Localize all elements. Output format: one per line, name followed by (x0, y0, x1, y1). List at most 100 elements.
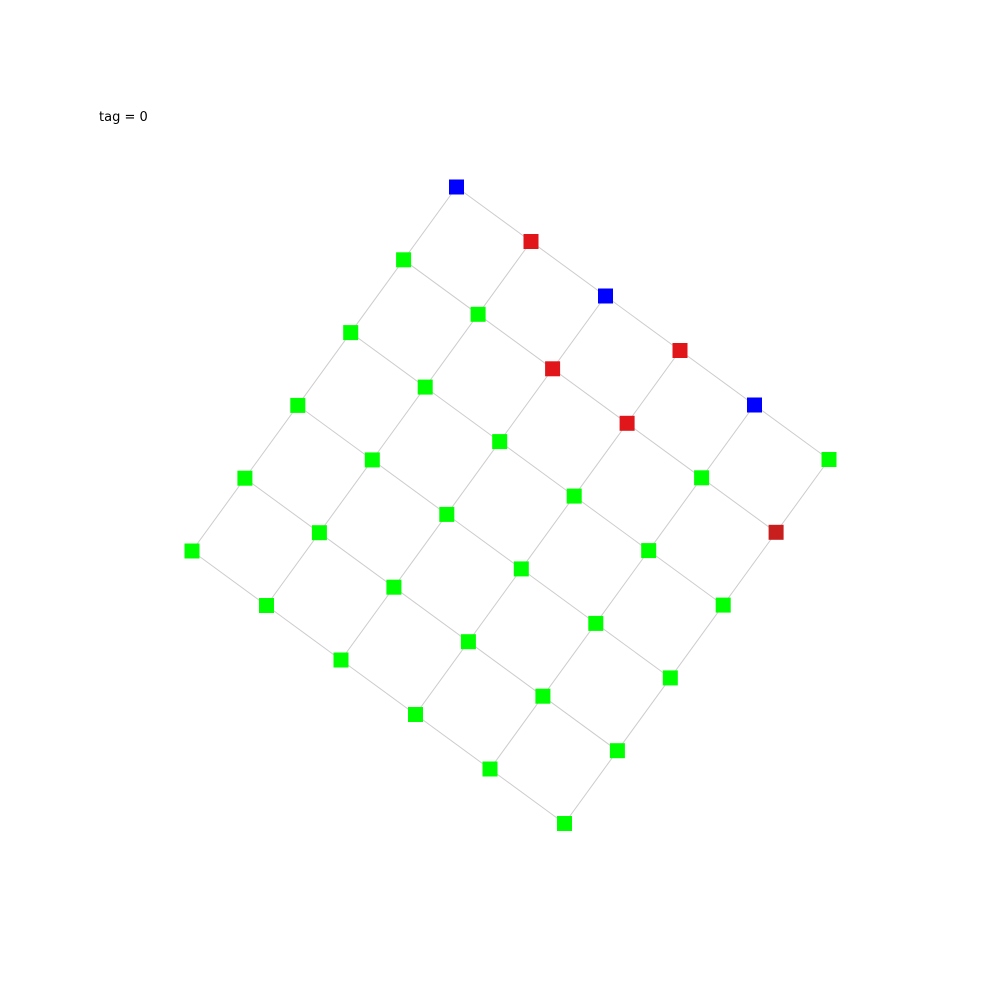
graph-edge (669, 604, 724, 679)
graph-node (311, 525, 327, 541)
graph-node (439, 506, 455, 522)
graph-edge (595, 622, 671, 679)
graph-edge (415, 714, 491, 770)
graph-node (460, 634, 476, 650)
graph-edge (701, 477, 777, 533)
graph-edge (319, 532, 395, 588)
graph-node (396, 252, 412, 268)
graph-edge (371, 386, 426, 461)
graph-edge (521, 568, 597, 624)
graph-edge (467, 568, 522, 642)
graph-edge (775, 459, 830, 533)
graph-edges (191, 186, 830, 824)
graph-edge (477, 313, 553, 370)
graph-edge (393, 586, 469, 643)
graph-edge (446, 513, 522, 570)
graph-edge (564, 750, 618, 824)
graph-node (662, 670, 678, 686)
graph-edge (191, 477, 246, 552)
graph-edge (530, 241, 606, 297)
graph-node (513, 561, 529, 577)
graph-node (470, 306, 486, 322)
graph-edge (542, 623, 597, 697)
graph-node (598, 288, 613, 304)
graph-edge (499, 441, 575, 497)
graph-edge (340, 659, 416, 715)
graph-node (535, 688, 551, 704)
graph-edge (424, 386, 500, 443)
graph-edge (595, 550, 650, 624)
graph-node (184, 543, 200, 559)
graph-edge (701, 404, 755, 479)
graph-edge (415, 641, 469, 715)
graph-edge (626, 350, 681, 424)
graph-edge (403, 259, 479, 315)
graph-nodes (184, 179, 837, 831)
graph-edge (266, 532, 320, 606)
graph-edge (393, 514, 448, 588)
graph-node (417, 379, 433, 395)
graph-node (545, 361, 561, 377)
graph-edge (542, 695, 618, 752)
graph-node (259, 598, 274, 613)
graph-node (492, 434, 508, 450)
graph-node (523, 234, 539, 249)
graph-node (609, 743, 625, 759)
graph-edge (297, 404, 373, 461)
graph-node (290, 397, 306, 413)
graph-edge (350, 259, 405, 333)
graph-edge (573, 495, 649, 552)
graph-edge (648, 477, 703, 551)
graph-node (619, 415, 635, 431)
graph-node (482, 761, 498, 777)
graph-edge (191, 550, 267, 606)
graph-node (715, 597, 731, 613)
graph-edge (679, 350, 755, 406)
graph-edge (722, 532, 777, 606)
graph-edge (489, 695, 544, 770)
graph-node (566, 488, 582, 504)
graph-edge (552, 295, 606, 370)
graph-node (821, 452, 837, 467)
tag-label: tag = 0 (99, 110, 148, 125)
graph-node (747, 397, 762, 413)
graph-edge (605, 295, 681, 351)
graph-edge (520, 495, 575, 570)
graph-node (449, 179, 464, 195)
graph-edge (616, 677, 671, 751)
graph-edge (297, 332, 352, 406)
graph-edge (318, 459, 373, 533)
graph-edge (648, 550, 724, 606)
graph-edge (266, 605, 342, 661)
graph-edge (372, 459, 448, 515)
graph-edge (244, 477, 320, 534)
graph-edge (573, 423, 628, 497)
graph-edge (489, 768, 565, 824)
graph-node (364, 452, 380, 468)
graph-node (386, 579, 402, 595)
graph-node (237, 470, 253, 486)
graph-edge (446, 441, 501, 515)
graph-node (408, 707, 423, 722)
graph-node (557, 816, 572, 831)
graph-edge (403, 186, 457, 261)
graph-node (333, 652, 349, 668)
graph-edge (626, 422, 702, 479)
graph-node (588, 615, 604, 631)
graph-edge (477, 241, 532, 315)
graph-node (694, 470, 710, 486)
graph-edge (552, 368, 628, 424)
graph-edge (340, 586, 395, 661)
graph-edge (424, 314, 479, 388)
graph-edge (456, 186, 532, 242)
graph-node (343, 325, 359, 341)
graph-edge (244, 405, 299, 479)
graph-edge (350, 332, 426, 388)
graph-edge (754, 404, 830, 460)
graph-node (768, 524, 784, 540)
graph-node (672, 343, 688, 358)
graph-edge (468, 641, 544, 697)
graph-edge (499, 368, 554, 442)
graph-node (641, 543, 657, 559)
